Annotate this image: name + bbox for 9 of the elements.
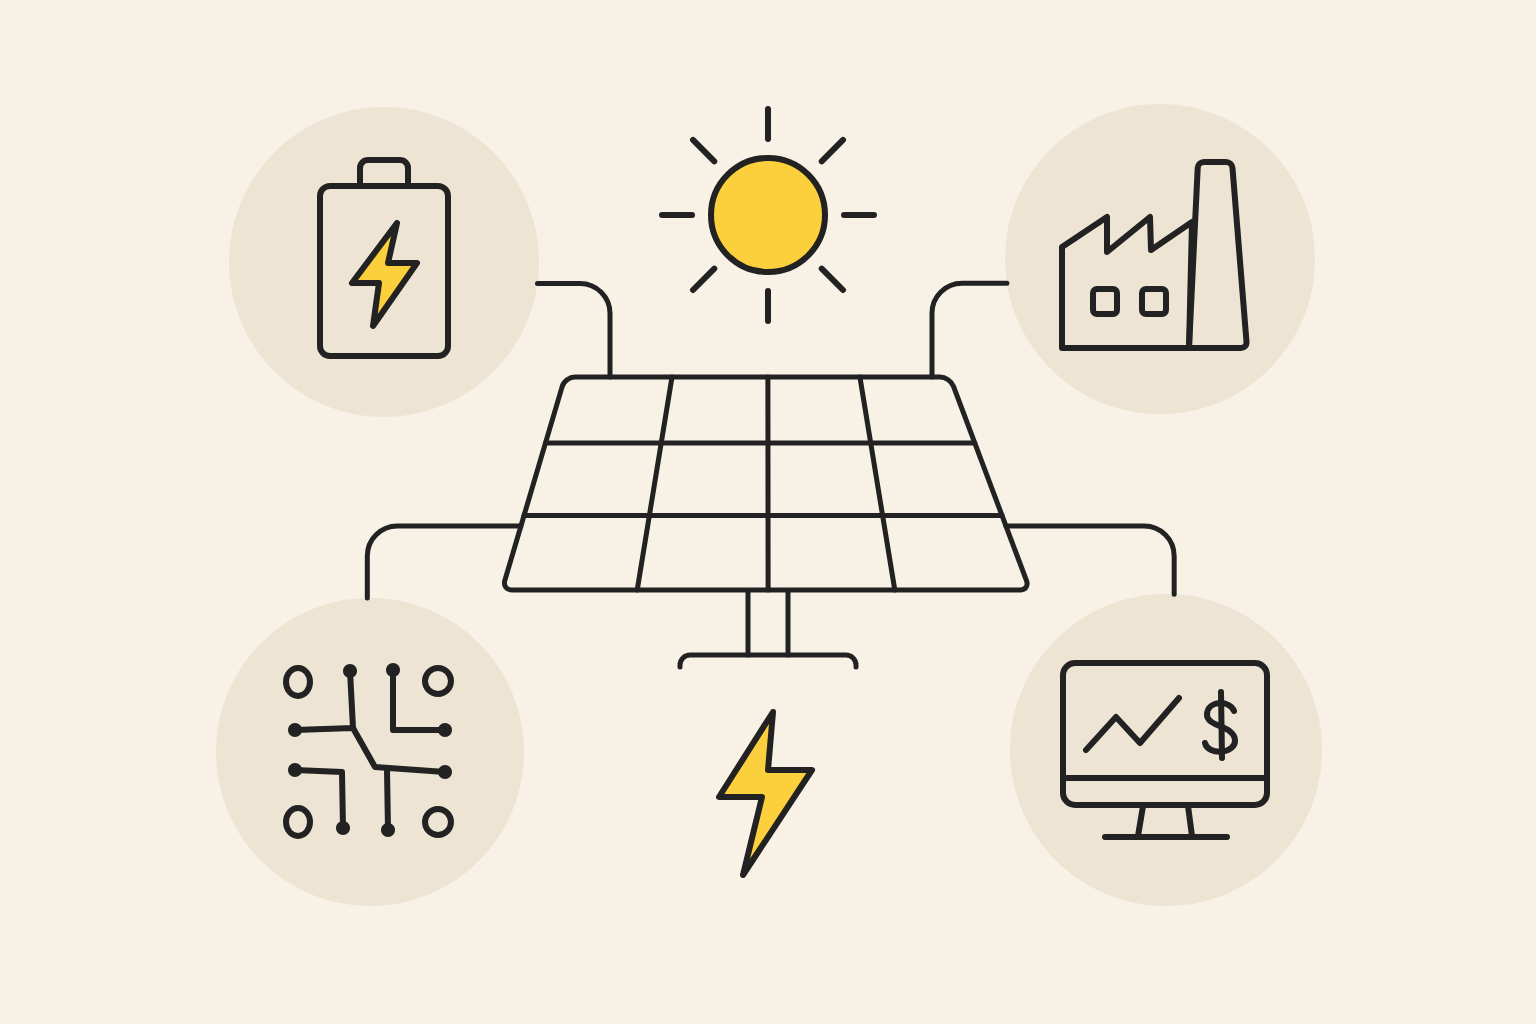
connector-line xyxy=(929,280,1010,380)
connector-line xyxy=(1003,523,1177,597)
connector-line xyxy=(364,523,524,601)
solar-panel xyxy=(501,374,1030,670)
circle-node xyxy=(229,107,539,417)
connector-line xyxy=(535,281,613,380)
circle-node xyxy=(1010,594,1322,906)
circle-node xyxy=(216,598,524,906)
circle-node xyxy=(1005,104,1315,414)
